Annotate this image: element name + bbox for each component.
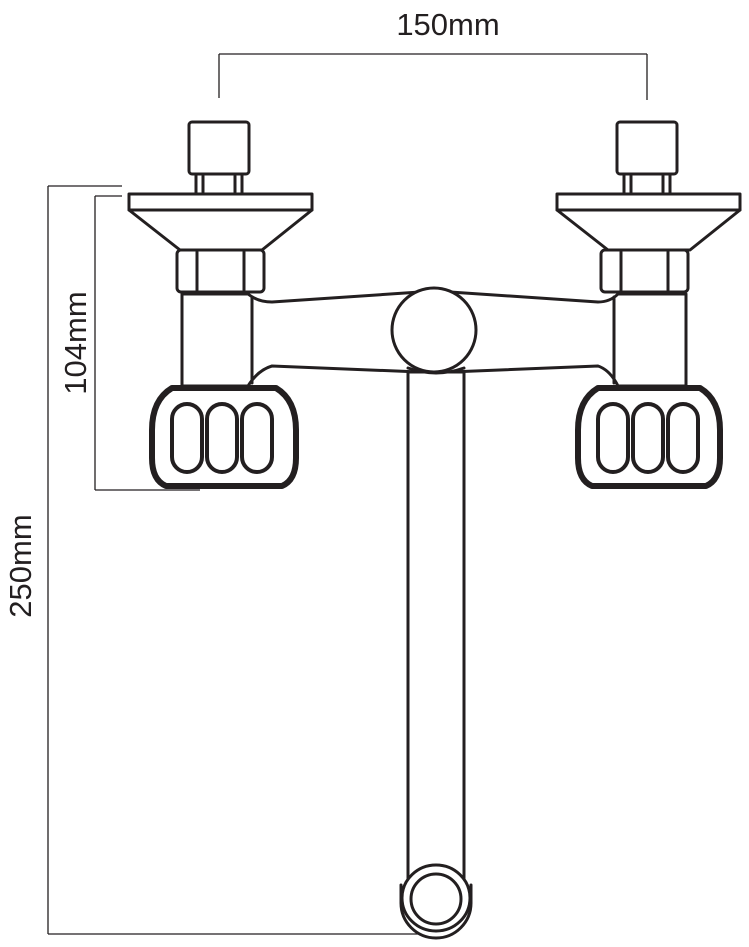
- left-inlet: [127, 120, 314, 489]
- left-knob-grip-3: [240, 402, 274, 474]
- left-inlet-flange: [127, 192, 314, 252]
- dimension-inlet-height: 104mm: [58, 195, 200, 491]
- right-inlet-top-fitting: [615, 120, 679, 176]
- right-knob-grip-2: [631, 402, 665, 474]
- left-knob-grip-2: [205, 402, 239, 474]
- left-knob-grip-1: [170, 402, 204, 474]
- spout-swivel: [390, 286, 478, 375]
- dimension-width-label: 150mm: [396, 7, 499, 42]
- dimension-height: 250mm: [3, 185, 420, 935]
- left-inlet-hex-nut: [175, 248, 266, 294]
- left-inlet-top-fitting: [187, 120, 251, 176]
- dimension-width: 150mm: [218, 7, 648, 100]
- right-inlet: [555, 120, 742, 489]
- right-inlet-hex-nut: [599, 248, 690, 294]
- right-inlet-flange: [555, 192, 742, 252]
- dimension-height-label: 250mm: [3, 514, 38, 617]
- spout-swivel-collar: [406, 366, 466, 375]
- spout: [399, 370, 473, 940]
- spout-outlet-inner: [409, 872, 463, 926]
- spout-pipe: [406, 370, 466, 902]
- right-knob-grip-1: [596, 402, 630, 474]
- spout-swivel-ball: [390, 286, 478, 374]
- right-knob-grip-3: [666, 402, 700, 474]
- dimension-inlet-label: 104mm: [58, 291, 93, 394]
